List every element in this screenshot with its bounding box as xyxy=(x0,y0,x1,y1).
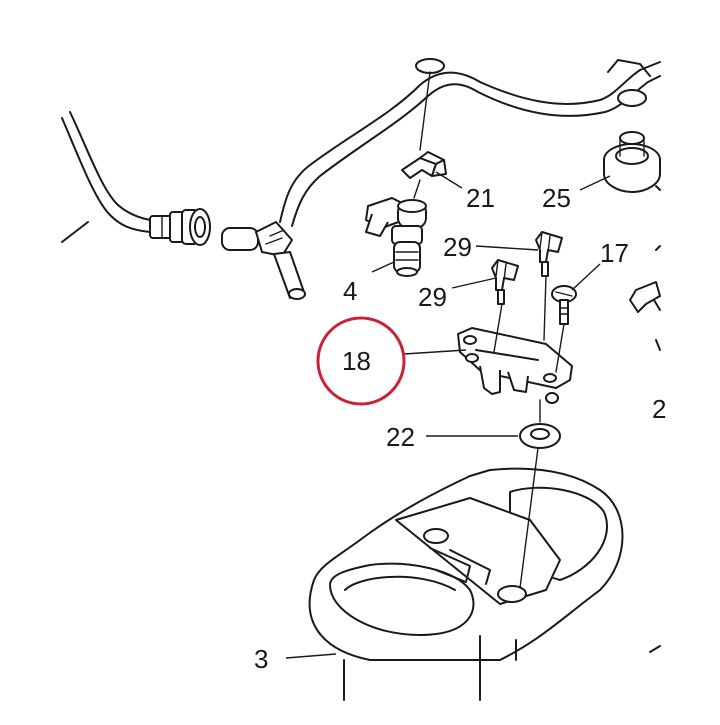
callout-4: 4 xyxy=(343,276,357,306)
callout-22: 22 xyxy=(386,422,415,452)
callout-2: 2 xyxy=(652,394,666,424)
injector-4 xyxy=(365,197,427,277)
fuel-hose-top xyxy=(279,58,661,227)
callout-29-lower: 29 xyxy=(418,282,447,312)
leader-lines xyxy=(285,171,611,659)
bracket-18 xyxy=(457,327,573,404)
callout-17: 17 xyxy=(600,238,629,268)
screw-17 xyxy=(551,285,577,325)
assembly-axes xyxy=(413,71,565,589)
callout-3: 3 xyxy=(254,644,268,674)
t-fitting xyxy=(221,221,306,300)
clip-29-upper xyxy=(535,231,563,277)
throttle-body-3 xyxy=(308,467,624,701)
callout-21: 21 xyxy=(466,183,495,213)
grommet-25 xyxy=(603,131,661,193)
callout-29-upper: 29 xyxy=(443,232,472,262)
fuel-hose-left xyxy=(61,111,151,243)
partial-part-right xyxy=(629,185,661,653)
highlight-circle xyxy=(316,316,406,406)
clip-21 xyxy=(401,151,447,179)
callout-18: 18 xyxy=(342,346,371,376)
clip-29-lower xyxy=(491,259,519,305)
callout-25: 25 xyxy=(542,183,571,213)
quick-connector xyxy=(149,208,211,246)
seal-22 xyxy=(519,423,561,449)
